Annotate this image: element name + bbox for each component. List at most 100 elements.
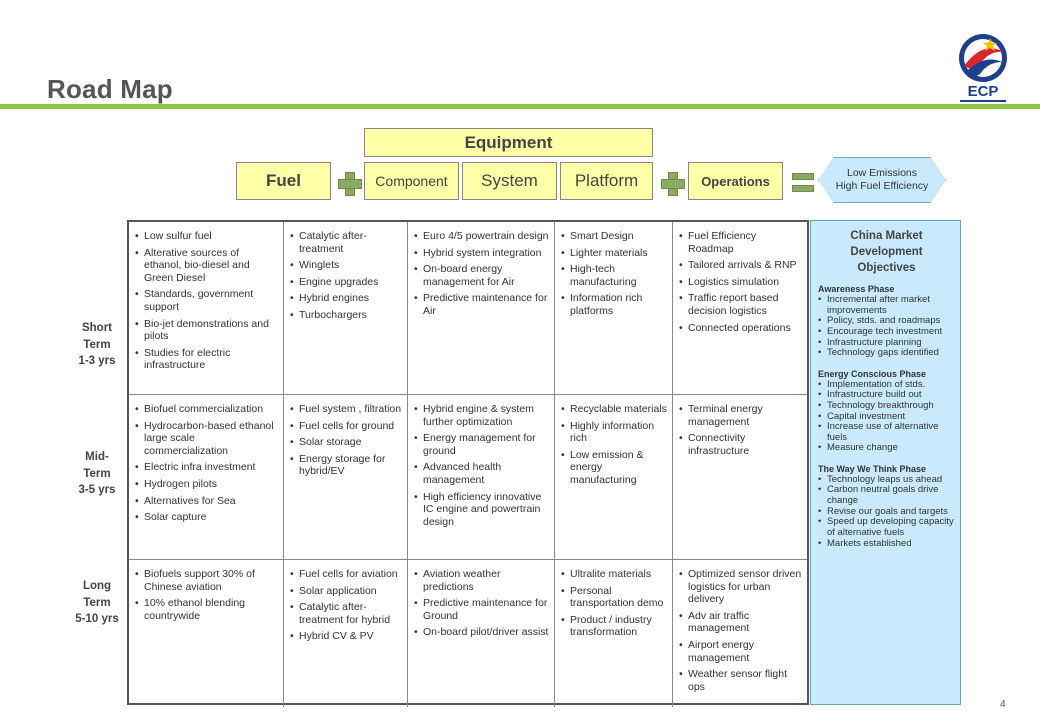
roadmap-item: Studies for electric infrastructure	[135, 347, 279, 372]
roadmap-item: Fuel Efficiency Roadmap	[679, 230, 803, 255]
plus-icon	[661, 172, 685, 196]
roadmap-item: Alterative sources of ethanol, bio-diese…	[135, 247, 279, 285]
roadmap-item: Ultralite materials	[561, 568, 668, 581]
goal-hexagon: Low Emissions High Fuel Efficiency	[818, 157, 946, 203]
platform-header: Platform	[560, 162, 653, 200]
roadmap-item: Solar capture	[135, 511, 279, 524]
roadmap-item: On-board pilot/driver assist	[414, 626, 550, 639]
ecp-logo: ECP	[959, 34, 1007, 102]
roadmap-item: 10% ethanol blending countrywide	[135, 597, 279, 622]
roadmap-item: Alternatives for Sea	[135, 495, 279, 508]
roadmap-item: Information rich platforms	[561, 292, 668, 317]
roadmap-cell-fuel: Biofuels support 30% of Chinese aviation…	[129, 560, 284, 707]
equals-icon	[792, 173, 814, 193]
roadmap-item: Connected operations	[679, 322, 803, 335]
goal-line-1: Low Emissions	[846, 166, 918, 179]
roadmap-item: Engine upgrades	[290, 276, 403, 289]
phase-item: Measure change	[818, 443, 955, 454]
roadmap-item: Fuel cells for ground	[290, 420, 403, 433]
phase-title: Energy Conscious Phase	[818, 368, 927, 379]
goal-line-2: High Fuel Efficiency	[835, 180, 929, 192]
roadmap-item: Euro 4/5 powertrain design	[414, 230, 550, 243]
roadmap-item: Predictive maintenance for Air	[414, 292, 550, 317]
roadmap-item: Adv air traffic management	[679, 610, 803, 635]
equipment-header: Equipment	[364, 128, 653, 157]
roadmap-item: Traffic report based decision logistics	[679, 292, 803, 317]
phase-item: Infrastructure planning	[818, 337, 955, 349]
roadmap-item: Hydrogen pilots	[135, 478, 279, 491]
roadmap-item: Biofuels support 30% of Chinese aviation	[135, 568, 279, 593]
roadmap-item: Weather sensor flight ops	[679, 668, 803, 693]
roadmap-cell-platform: Smart DesignLighter materialsHigh-tech m…	[555, 222, 673, 395]
roadmap-item: Airport energy management	[679, 639, 803, 664]
roadmap-item: High-tech manufacturing	[561, 263, 668, 288]
china-market-objectives-panel: China Market Development Objectives Awar…	[810, 220, 961, 705]
phase-item: Technology breakthrough	[818, 400, 955, 412]
roadmap-item: Hybrid engines	[290, 292, 403, 305]
roadmap-item: Fuel cells for aviation	[290, 568, 403, 581]
roadmap-item: Low sulfur fuel	[135, 230, 279, 243]
phase-item: Encourage tech investment	[818, 326, 955, 338]
roadmap-item: Fuel system , filtration	[290, 403, 403, 416]
title-divider	[0, 104, 1040, 109]
phase-item: Carbon neutral goals drive change	[818, 485, 955, 506]
roadmap-item: Catalytic after-treatment	[290, 230, 403, 255]
phase-item: Speed up developing capacity of alternat…	[818, 516, 955, 538]
roadmap-item: Hybrid engine & system further optimizat…	[414, 403, 550, 428]
roadmap-cell-fuel: Biofuel commercializationHydrocarbon-bas…	[129, 395, 284, 560]
roadmap-item: High efficiency innovative IC engine and…	[414, 491, 550, 529]
roadmap-item: Biofuel commercialization	[135, 403, 279, 416]
roadmap-item: Product / industry transformation	[561, 614, 668, 639]
roadmap-item: Hydrocarbon-based ethanol large scale co…	[135, 420, 279, 458]
roadmap-item: Connectivity infrastructure	[679, 432, 803, 457]
phase-item: Capital investment	[818, 411, 955, 423]
roadmap-item: Optimized sensor driven logistics for ur…	[679, 568, 803, 606]
roadmap-item: Highly information rich	[561, 420, 668, 445]
roadmap-cell-fuel: Low sulfur fuelAlterative sources of eth…	[129, 222, 284, 395]
roadmap-item: Low emission & energy manufacturing	[561, 449, 668, 487]
roadmap-item: Standards, government support	[135, 288, 279, 313]
roadmap-item: Turbochargers	[290, 309, 403, 322]
roadmap-cell-component: Fuel system , filtrationFuel cells for g…	[284, 395, 408, 560]
roadmap-item: Terminal energy management	[679, 403, 803, 428]
phase-item: Technology gaps identified	[818, 348, 955, 359]
system-header: System	[462, 162, 557, 200]
phase-item: Implementation of stds.	[818, 379, 955, 391]
roadmap-grid: Low sulfur fuelAlterative sources of eth…	[127, 220, 809, 707]
roadmap-cell-system: Hybrid engine & system further optimizat…	[408, 395, 555, 560]
objective-phases: Awareness PhaseIncremental after market …	[818, 284, 955, 549]
roadmap-cell-operations: Fuel Efficiency RoadmapTailored arrivals…	[673, 222, 807, 395]
roadmap-item: Hybrid system integration	[414, 247, 550, 260]
roadmap-item: Recyclable materials	[561, 403, 668, 416]
roadmap-item: Smart Design	[561, 230, 668, 243]
phase-item: Infrastructure build out	[818, 390, 955, 401]
logo-text: ECP	[968, 83, 999, 100]
roadmap-item: Electric infra investment	[135, 461, 279, 474]
roadmap-cell-platform: Recyclable materialsHighly information r…	[555, 395, 673, 560]
phase-item: Incremental after market improvements	[818, 294, 955, 316]
component-header: Component	[364, 162, 459, 200]
roadmap-item: Hybrid CV & PV	[290, 630, 403, 643]
roadmap-item: Advanced health management	[414, 461, 550, 486]
objectives-title: China Market Development Objectives	[850, 230, 923, 275]
phase-item: Revise our goals and targets	[818, 506, 955, 518]
roadmap-item: Tailored arrivals & RNP	[679, 259, 803, 272]
roadmap-item: Aviation weather predictions	[414, 568, 550, 593]
page-number: 4	[1000, 699, 1006, 710]
phase-item: Increase use of alternative fuels	[818, 421, 955, 443]
plus-icon	[338, 172, 362, 196]
roadmap-cell-system: Euro 4/5 powertrain designHybrid system …	[408, 222, 555, 395]
roadmap-item: Lighter materials	[561, 247, 668, 260]
roadmap-item: Energy storage for hybrid/EV	[290, 453, 403, 478]
phase-item: Markets established	[818, 538, 955, 550]
roadmap-cell-component: Fuel cells for aviationSolar application…	[284, 560, 408, 707]
roadmap-cell-platform: Ultralite materialsPersonal transportati…	[555, 560, 673, 707]
roadmap-item: Catalytic after-treatment for hybrid	[290, 601, 403, 626]
phase-item: Policy, stds. and roadmaps	[818, 316, 955, 327]
roadmap-item: Predictive maintenance for Ground	[414, 597, 550, 622]
roadmap-cell-component: Catalytic after-treatmentWingletsEngine …	[284, 222, 408, 395]
roadmap-cell-operations: Optimized sensor driven logistics for ur…	[673, 560, 807, 707]
